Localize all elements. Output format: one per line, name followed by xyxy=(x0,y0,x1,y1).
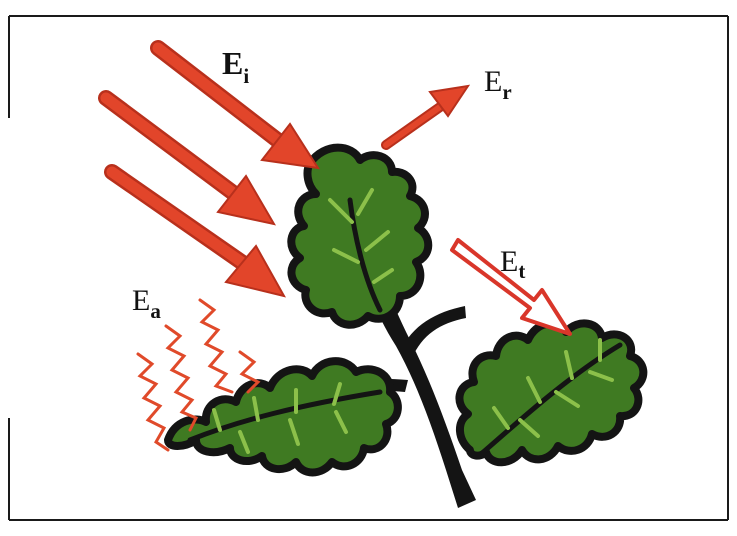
oak-leaf-right xyxy=(459,323,643,462)
label-reflected: Er xyxy=(484,65,512,104)
wavy-line-3 xyxy=(138,354,168,450)
oak-leaf-top xyxy=(291,148,428,325)
reflected-arrow xyxy=(386,86,468,145)
label-transmitted: Et xyxy=(500,245,525,283)
label-incident: Ei xyxy=(222,45,249,88)
stem-branch-right xyxy=(400,306,466,358)
label-absorbed: Ea xyxy=(132,284,161,323)
wavy-line-1 xyxy=(200,300,232,392)
incident-arrow-3 xyxy=(112,172,284,296)
leaf-left-body xyxy=(168,361,398,472)
leaf-top-body xyxy=(291,148,428,325)
incident-arrows xyxy=(106,48,318,296)
oak-leaf-left xyxy=(168,361,398,472)
wavy-line-2 xyxy=(166,326,196,430)
